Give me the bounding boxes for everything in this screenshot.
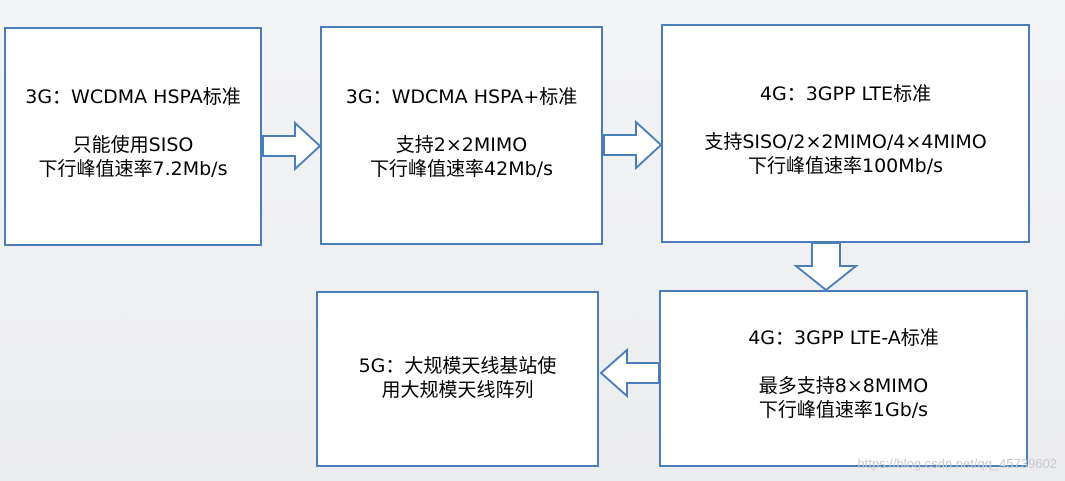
box-line: 下行峰值速率7.2Mb/s [38, 158, 228, 180]
box-title: 3G：WDCMA HSPA+标准 [345, 86, 578, 108]
box-3g-wcdma-hspa: 3G：WCDMA HSPA标准 只能使用SISO 下行峰值速率7.2Mb/s [4, 27, 262, 246]
box-title: 4G：3GPP LTE-A标准 [748, 327, 939, 349]
box-line: 支持2×2MIMO [395, 134, 528, 156]
watermark: https://blog.csdn.net/qq_45739602 [857, 456, 1058, 471]
box-line: 下行峰值速率1Gb/s [758, 399, 929, 421]
box-line: 5G：大规模天线基站使 [358, 355, 557, 377]
right-arrow-icon [262, 120, 322, 172]
box-line: 只能使用SISO [72, 134, 194, 156]
box-3g-wdcma-hspa-plus: 3G：WDCMA HSPA+标准 支持2×2MIMO 下行峰值速率42Mb/s [320, 26, 603, 245]
box-line: 下行峰值速率42Mb/s [370, 158, 553, 180]
box-title: 3G：WCDMA HSPA标准 [25, 86, 241, 108]
box-4g-3gpp-lte-a: 4G：3GPP LTE-A标准 最多支持8×8MIMO 下行峰值速率1Gb/s [659, 290, 1028, 467]
left-arrow-icon [599, 347, 660, 399]
down-arrow-icon [793, 242, 859, 292]
box-4g-3gpp-lte: 4G：3GPP LTE标准 支持SISO/2×2MIMO/4×4MIMO 下行峰… [661, 24, 1030, 243]
box-line: 最多支持8×8MIMO [758, 375, 929, 397]
right-arrow-icon [603, 119, 663, 171]
box-line: 下行峰值速率100Mb/s [747, 155, 944, 177]
box-title: 4G：3GPP LTE标准 [759, 83, 932, 105]
box-line: 支持SISO/2×2MIMO/4×4MIMO [704, 131, 987, 153]
box-line: 用大规模天线阵列 [381, 379, 534, 401]
box-5g-massive-mimo: 5G：大规模天线基站使 用大规模天线阵列 [316, 291, 599, 467]
